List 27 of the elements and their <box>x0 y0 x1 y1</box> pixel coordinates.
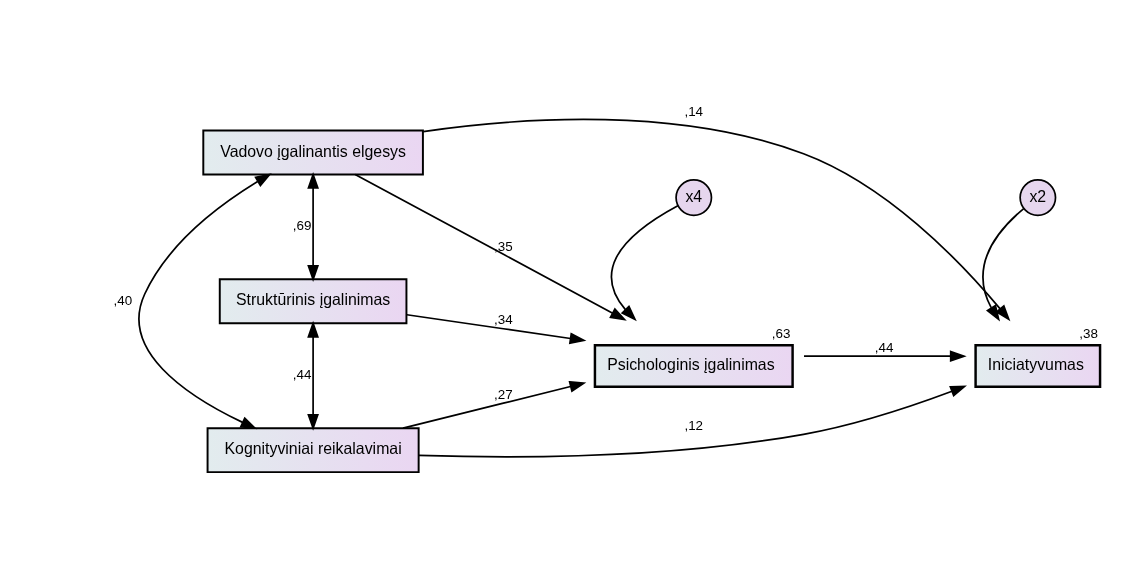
arrow <box>138 173 272 430</box>
arrow <box>417 385 967 458</box>
node-box: Vadovo įgalinantis elgesys <box>202 129 424 176</box>
arrow <box>803 350 967 363</box>
node-circle: x4 <box>675 179 713 217</box>
edge-label: ,35 <box>494 239 513 255</box>
arrow <box>610 204 679 322</box>
arrow <box>354 173 627 321</box>
node-box: Kognityviniai reikalavimai <box>206 427 420 474</box>
node-box: Struktūrinis įgalinimas <box>218 278 408 325</box>
edge-label: ,12 <box>684 418 704 434</box>
arrow <box>982 207 1025 322</box>
arrow <box>307 320 319 431</box>
edge-label: ,69 <box>292 218 312 234</box>
edge-label: ,44 <box>874 340 894 356</box>
node-label: ,38 <box>1079 325 1098 341</box>
node-circle: x2 <box>1019 179 1057 217</box>
edge-label: ,27 <box>494 386 513 402</box>
edge-label: ,44 <box>292 367 312 383</box>
edge-label: ,40 <box>113 292 133 308</box>
arrow <box>307 171 319 282</box>
edge-label: ,14 <box>684 103 704 119</box>
edge-label: ,34 <box>494 312 513 328</box>
arrow <box>406 313 587 345</box>
node-label: ,63 <box>771 325 791 341</box>
arrow <box>402 380 587 429</box>
arrow <box>422 118 1011 322</box>
